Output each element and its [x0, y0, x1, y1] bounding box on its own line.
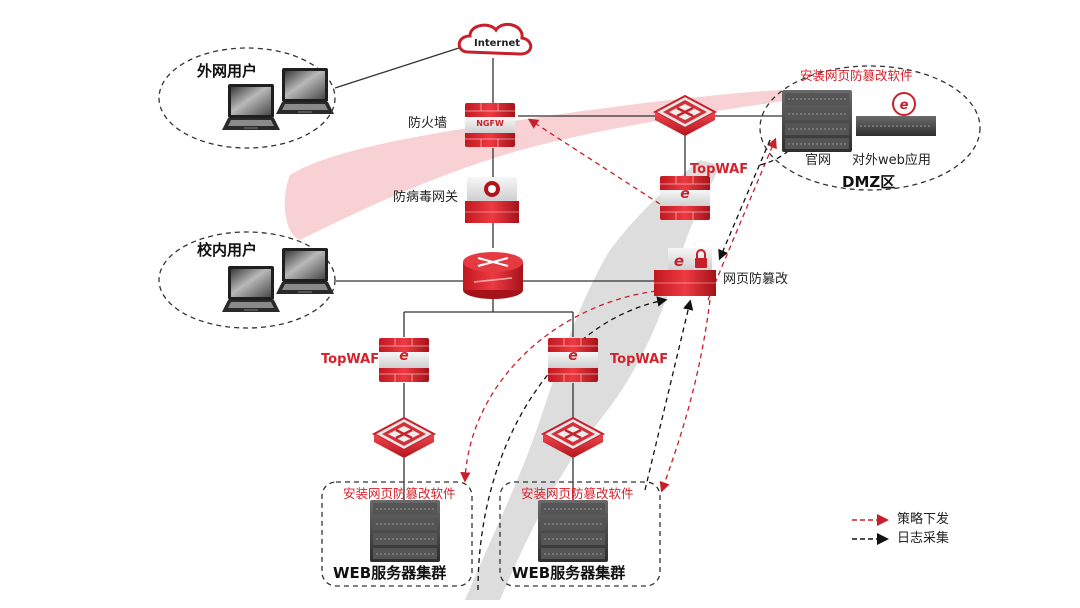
antivirus-gateway-icon	[465, 177, 519, 223]
laptop-icon	[276, 248, 334, 294]
dmz-server-web-app: 对外web应用	[852, 153, 931, 168]
policy-distribution-arrows	[460, 118, 777, 493]
right-cluster-software-note: 安装网页防篡改软件	[521, 486, 634, 501]
laptop-icon	[222, 266, 280, 312]
log-arrow-from-dmz	[718, 139, 771, 261]
right-waf-label: TopWAF	[610, 352, 669, 367]
waf-icon: e	[547, 337, 599, 383]
legend-policy-label: 策略下发	[897, 512, 950, 527]
laptop-icon	[276, 68, 334, 114]
external-users-title: 外网用户	[197, 62, 258, 80]
switch-icon	[372, 416, 436, 460]
left-waf-label: TopWAF	[321, 352, 380, 367]
web-app-server-icon: e	[856, 92, 936, 136]
tamper-protection-label: 网页防篡改	[723, 272, 789, 287]
waf-icon: e	[659, 175, 711, 221]
firewall-icon: NGFW	[464, 102, 516, 148]
svg-text:e: e	[674, 252, 684, 270]
antivirus-gateway-label: 防病毒网关	[393, 190, 459, 205]
server-rack-icon	[369, 499, 441, 563]
dmz-software-note: 安装网页防篡改软件	[800, 68, 913, 83]
server-rack-icon	[537, 499, 609, 563]
policy-arrow-to-left-cluster	[460, 289, 666, 483]
web-cluster-left-zone	[321, 481, 473, 587]
right-cluster-title: WEB服务器集群	[512, 564, 626, 582]
svg-text:e: e	[680, 186, 690, 202]
laptop-icon	[222, 84, 280, 130]
waf-icon: e	[378, 337, 430, 383]
policy-arrow-to-firewall	[527, 118, 661, 205]
left-cluster-software-note: 安装网页防篡改软件	[343, 486, 456, 501]
log-collection-arrows	[477, 139, 801, 591]
external-users-zone	[158, 47, 336, 149]
left-cluster-title: WEB服务器集群	[333, 564, 447, 582]
web-cluster-right-zone	[499, 481, 661, 587]
policy-arrow-to-dmz	[707, 137, 777, 301]
dmz-server-official-site: 官网	[805, 153, 832, 168]
campus-users-zone	[158, 231, 336, 329]
tamper-protection-icon: e	[654, 248, 716, 296]
cloud-icon	[457, 22, 533, 56]
legend-log-label: 日志采集	[897, 531, 950, 546]
campus-users-title: 校内用户	[197, 241, 258, 259]
dmz-waf-label: TopWAF	[690, 162, 749, 177]
svg-text:e: e	[399, 348, 409, 364]
router-icon	[463, 252, 523, 299]
policy-arrow-to-right-cluster	[659, 299, 711, 493]
svg-text:e: e	[900, 98, 909, 113]
svg-text:e: e	[568, 348, 578, 364]
firewall-label: 防火墙	[408, 116, 448, 131]
server-rack-icon	[781, 89, 853, 153]
internet-label: Internet	[474, 38, 521, 49]
dmz-zone	[759, 65, 981, 191]
dmz-title: DMZ区	[842, 173, 896, 191]
ngfw-badge: NGFW	[476, 119, 504, 128]
